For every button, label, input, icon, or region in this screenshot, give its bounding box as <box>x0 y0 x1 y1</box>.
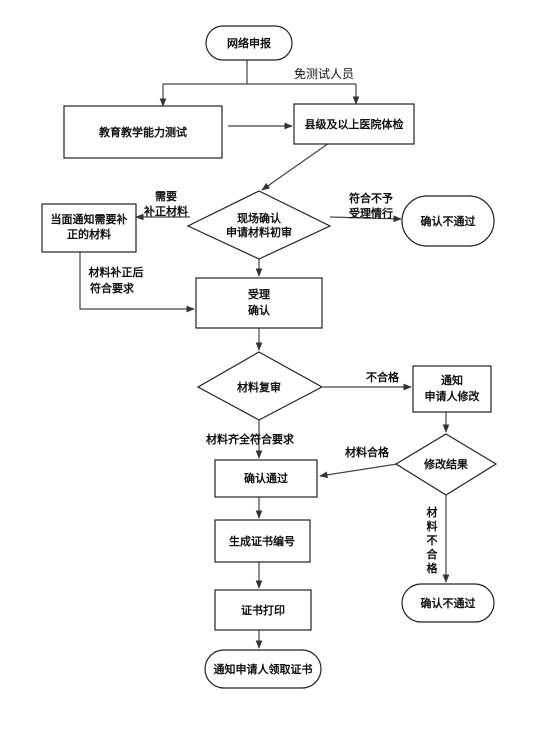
node-exam: 县级及以上医院体检 <box>293 103 415 145</box>
node-reject-1: 确认不通过 <box>401 195 495 247</box>
label-fail: 不合格 <box>366 370 400 384</box>
label-complete: 材料齐全符合要求 <box>206 432 295 446</box>
label-exempt: 免测试人员 <box>294 66 354 81</box>
node-review: 现场确认 申请材料初审 <box>186 190 332 260</box>
node-recheck-label: 材料复审 <box>237 380 281 394</box>
edge-review-to-reject <box>329 215 402 223</box>
node-accept-label-1: 受理 <box>248 287 270 301</box>
node-cert-no-label: 生成证书编号 <box>229 534 295 548</box>
node-notify-fix: 当面通知需要补 正的材料 <box>41 203 137 253</box>
node-result-label: 修改结果 <box>423 457 468 471</box>
node-notify-modify-label-2: 申请人修改 <box>425 389 481 403</box>
node-accept: 受理 确认 <box>195 277 323 329</box>
node-review-label-2: 申请材料初审 <box>226 225 292 239</box>
node-confirm: 确认通过 <box>214 459 318 498</box>
node-accept-label-2: 确认 <box>248 303 271 317</box>
node-review-label-1: 现场确认 <box>237 211 282 225</box>
node-teach-test: 教育教学能力测试 <box>63 105 223 159</box>
label-material-fail-1: 材 <box>427 505 438 519</box>
edge-notify-to-accept <box>79 251 195 313</box>
node-teach-test-label: 教育教学能力测试 <box>98 125 187 139</box>
label-fixed-ok-2: 符合要求 <box>90 281 135 295</box>
node-start-label: 网络申报 <box>227 36 272 50</box>
edges <box>79 60 450 649</box>
node-notify-modify: 通知 申请人修改 <box>412 365 492 413</box>
label-fixed-ok-1: 材料补正后 <box>89 265 144 279</box>
label-need-fix-1: 需要 <box>155 190 177 203</box>
label-not-eligible-2: 受理情行 <box>349 206 393 220</box>
node-confirm-label: 确认通过 <box>244 471 288 485</box>
edge-labels: 免测试人员 需要 补正材料 符合不予 受理情行 材料补正后 符合要求 不合格 材… <box>89 66 439 575</box>
node-reject-2: 确认不通过 <box>401 583 495 623</box>
node-collect-label: 通知申请人领取证书 <box>214 662 313 676</box>
node-recheck: 材料复审 <box>196 351 324 421</box>
node-collect: 通知申请人领取证书 <box>204 649 322 689</box>
label-need-fix-2: 补正材料 <box>143 204 188 218</box>
label-not-eligible-1: 符合不予 <box>349 191 393 205</box>
node-reject-2-label: 确认不通过 <box>421 596 476 610</box>
label-material-ok: 材料合格 <box>345 445 390 459</box>
node-reject-1-label: 确认不通过 <box>421 214 476 228</box>
label-material-fail-4: 合 <box>427 547 439 561</box>
edge-exam-to-review <box>261 142 330 191</box>
node-notify-fix-label-1: 当面通知需要补 <box>51 212 128 226</box>
node-notify-fix-label-2: 正的材料 <box>67 227 111 241</box>
node-print: 证书打印 <box>214 589 312 631</box>
label-material-fail-2: 料 <box>427 519 438 533</box>
edge-result-to-confirm <box>319 463 398 479</box>
label-material-fail-5: 格 <box>427 561 439 575</box>
label-material-fail-3: 不 <box>427 534 438 547</box>
node-start: 网络申报 <box>205 25 293 61</box>
node-exam-label: 县级及以上医院体检 <box>305 117 404 131</box>
node-notify-modify-label-1: 通知 <box>441 373 463 387</box>
node-result: 修改结果 <box>394 433 498 496</box>
node-print-label: 证书打印 <box>241 603 285 617</box>
node-cert-no: 生成证书编号 <box>214 519 311 563</box>
